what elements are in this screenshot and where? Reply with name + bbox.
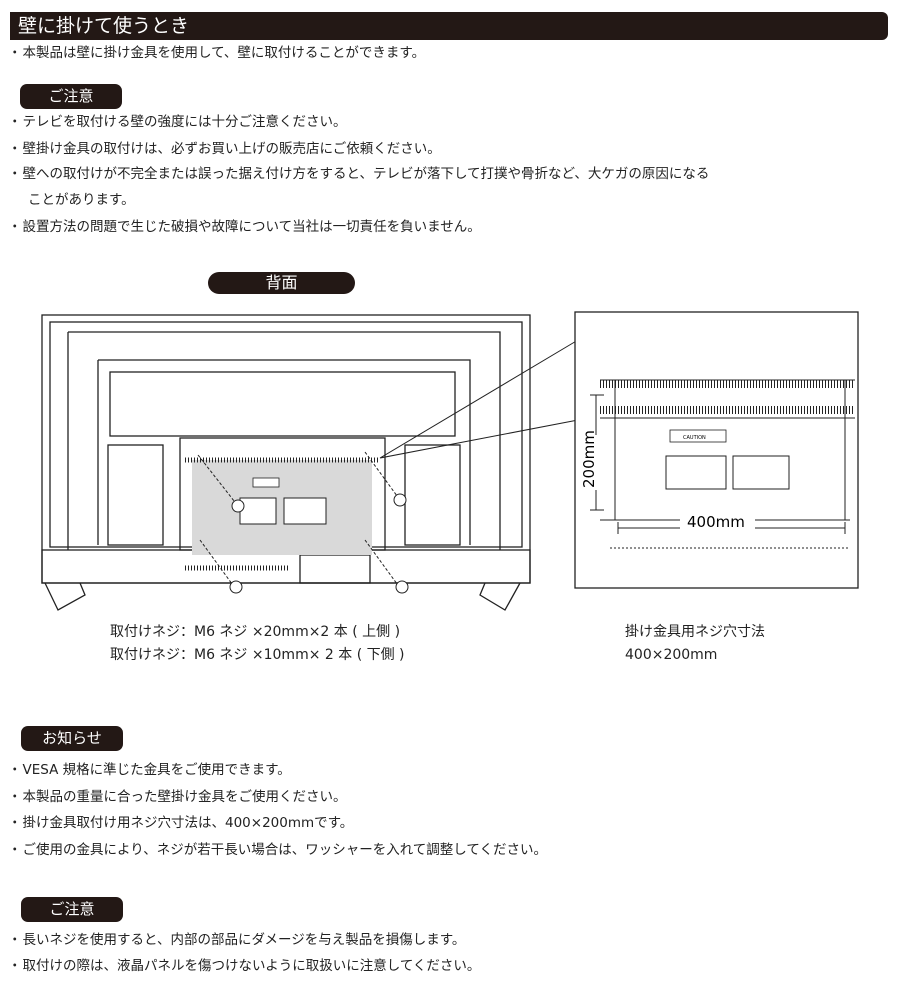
height-dimension: 200mm bbox=[580, 430, 598, 488]
mounting-area bbox=[192, 460, 372, 555]
caution-item: 設置方法の問題で生じた破損や故障について当社は一切責任を負いません。 bbox=[8, 217, 481, 237]
detail-box bbox=[574, 311, 859, 589]
screw-caption-upper: 取付けネジ：M6 ネジ ×20mm×2 本 ( 上側 ) bbox=[110, 624, 401, 640]
width-dimension: 400mm bbox=[687, 513, 745, 531]
caution-item-continuation: ことがあります。 bbox=[28, 192, 135, 208]
notice-item: VESA 規格に準じた金具をご使用できます。 bbox=[8, 760, 291, 780]
hole-size: 400×200mm bbox=[625, 647, 718, 663]
caution-item: 取付けの際は、液晶パネルを傷つけないように取扱いに注意してください。 bbox=[8, 956, 481, 976]
notice-item: ご使用の金具により、ネジが若干長い場合は、ワッシャーを入れて調整してください。 bbox=[8, 840, 547, 860]
caution-item: 長いネジを使用すると、内部の部品にダメージを与え製品を損傷します。 bbox=[8, 930, 466, 950]
intro-text: 本製品は壁に掛け金具を使用して、壁に取付けることができます。 bbox=[8, 43, 426, 63]
caution-badge-2: ご注意 bbox=[21, 897, 123, 922]
screw-caption-lower: 取付けネジ：M6 ネジ ×10mm× 2 本 ( 下側 ) bbox=[110, 647, 405, 663]
section-title: 壁に掛けて使うとき bbox=[10, 12, 888, 40]
caution-item: 壁への取付けが不完全または誤った据え付け方をすると、テレビが落下して打撲や骨折な… bbox=[8, 164, 710, 184]
notice-badge: お知らせ bbox=[21, 726, 123, 751]
screw-icons bbox=[229, 493, 409, 594]
caution-badge: ご注意 bbox=[20, 84, 122, 109]
caution-sticker bbox=[252, 477, 280, 488]
tv-rear-diagram: CAUTION 200mm 400mm bbox=[41, 311, 859, 611]
notice-item: 掛け金具取付け用ネジ穴寸法は、400×200mmです。 bbox=[8, 813, 354, 833]
notice-item: 本製品の重量に合った壁掛け金具をご使用ください。 bbox=[8, 787, 347, 807]
caution-item: テレビを取付ける壁の強度には十分ご注意ください。 bbox=[8, 112, 347, 132]
caution-item: 壁掛け金具の取付けは、必ずお買い上げの販売店にご依頼ください。 bbox=[8, 139, 441, 159]
hole-caption: 掛け金具用ネジ穴寸法 bbox=[625, 624, 765, 640]
caution-sticker-text: CAUTION bbox=[683, 435, 706, 441]
rear-view-label: 背面 bbox=[208, 272, 355, 294]
